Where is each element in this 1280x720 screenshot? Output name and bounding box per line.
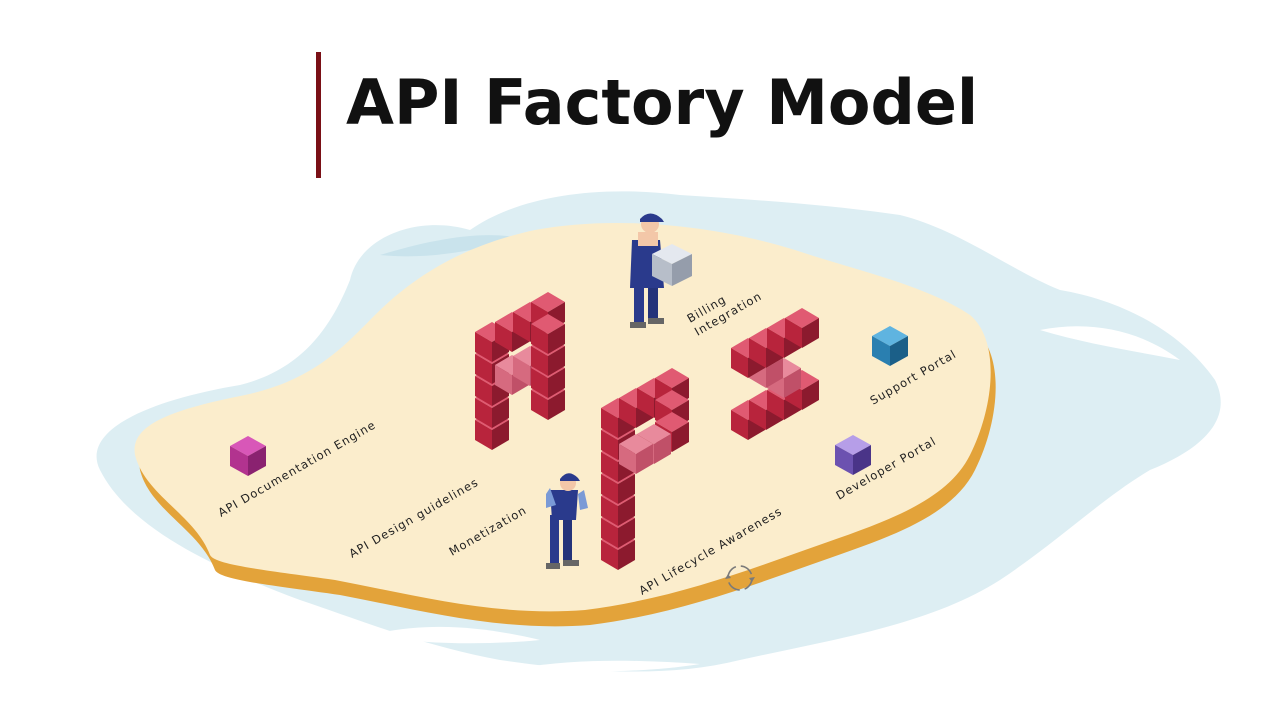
island-top [134, 222, 991, 612]
worker-standing-figure [546, 473, 588, 569]
page-title: API Factory Model [346, 66, 979, 139]
purple-cube-icon [835, 435, 871, 475]
blue-cube-icon [872, 326, 908, 366]
title-accent-bar [316, 52, 321, 178]
worker-with-box-figure [630, 213, 692, 328]
magenta-cube-icon [230, 436, 266, 476]
cycle-icon [725, 565, 755, 591]
